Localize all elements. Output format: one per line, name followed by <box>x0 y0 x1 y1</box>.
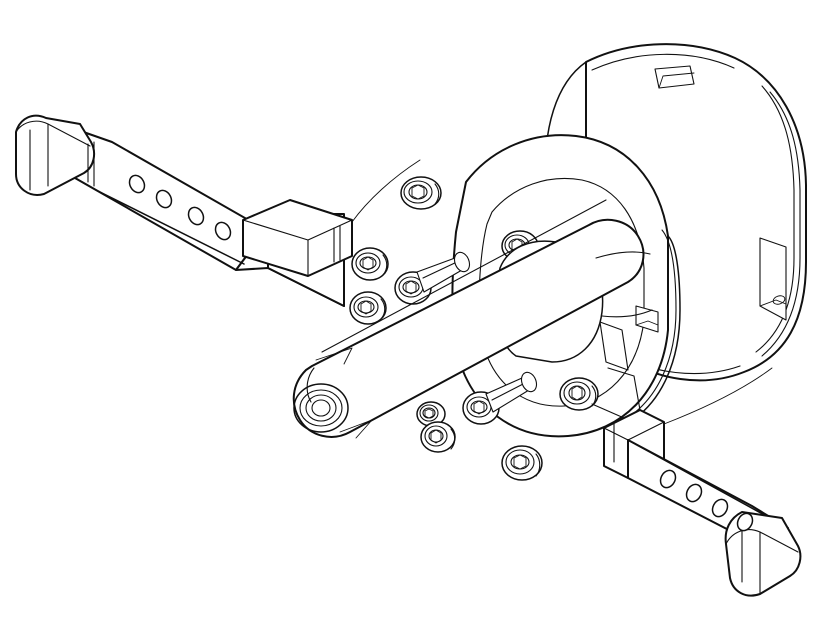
shoulder-dowel-pin <box>416 251 471 293</box>
arm-hole <box>155 189 173 209</box>
flange-gusset-upper <box>599 321 629 371</box>
arm-lower-right <box>603 367 802 597</box>
rod-end-bore-left <box>293 383 349 433</box>
arm-upper-left-tangent-edge <box>351 159 421 223</box>
hub-arm-lower-edge <box>601 309 653 318</box>
arm-lower-right-tangent-edge <box>663 367 773 425</box>
link-bar-top-edge-a <box>321 199 607 353</box>
socket-head-cap-screw <box>501 445 543 481</box>
arm-hole <box>128 174 146 194</box>
link-bar-facet-upper <box>315 347 353 365</box>
socket-head-cap-screw <box>351 247 389 281</box>
cylinder-end-cap-ring-outer <box>761 91 801 357</box>
arm-upper-left-end-pad <box>15 114 96 196</box>
link-bar-facet-lower <box>339 419 373 439</box>
flange-lower-face-edge <box>591 403 625 419</box>
arm-lower-right-top-edge <box>627 439 789 529</box>
arm-hole <box>659 469 677 489</box>
connecting-link-bar <box>292 199 645 439</box>
flange-step-details <box>591 321 641 419</box>
socket-head-cap-screw <box>559 377 599 411</box>
arm-upper-left-mount-pad <box>242 199 353 277</box>
flange-rim-edge-inner <box>623 229 677 421</box>
arm-hole <box>214 221 232 241</box>
arm-hole <box>187 206 205 226</box>
socket-head-cap-screw <box>420 421 456 453</box>
hub-arm-to-flange <box>595 251 653 318</box>
socket-head-cap-screw <box>416 401 446 427</box>
cylinder-top-step <box>591 53 735 71</box>
shoulder-dowel-pin <box>485 371 538 413</box>
cylinder-end-cap-ring-inner <box>755 85 795 353</box>
cylinder-keyway-slot-top <box>654 65 695 89</box>
arm-upper-left <box>15 114 421 307</box>
arm-hole <box>711 498 729 518</box>
flange-gusset-lower <box>607 367 641 411</box>
socket-head-cap-screw <box>349 291 387 325</box>
link-bar-body <box>292 218 645 438</box>
flange-rim-edge <box>625 235 681 425</box>
arm-hole <box>685 483 703 503</box>
socket-head-cap-screw <box>400 176 442 210</box>
cylinder-keyway-slot-side <box>759 237 787 321</box>
dowel-pin-group <box>416 251 538 413</box>
hub-arm-upper-edge <box>595 251 651 259</box>
arm-hole <box>736 512 754 532</box>
